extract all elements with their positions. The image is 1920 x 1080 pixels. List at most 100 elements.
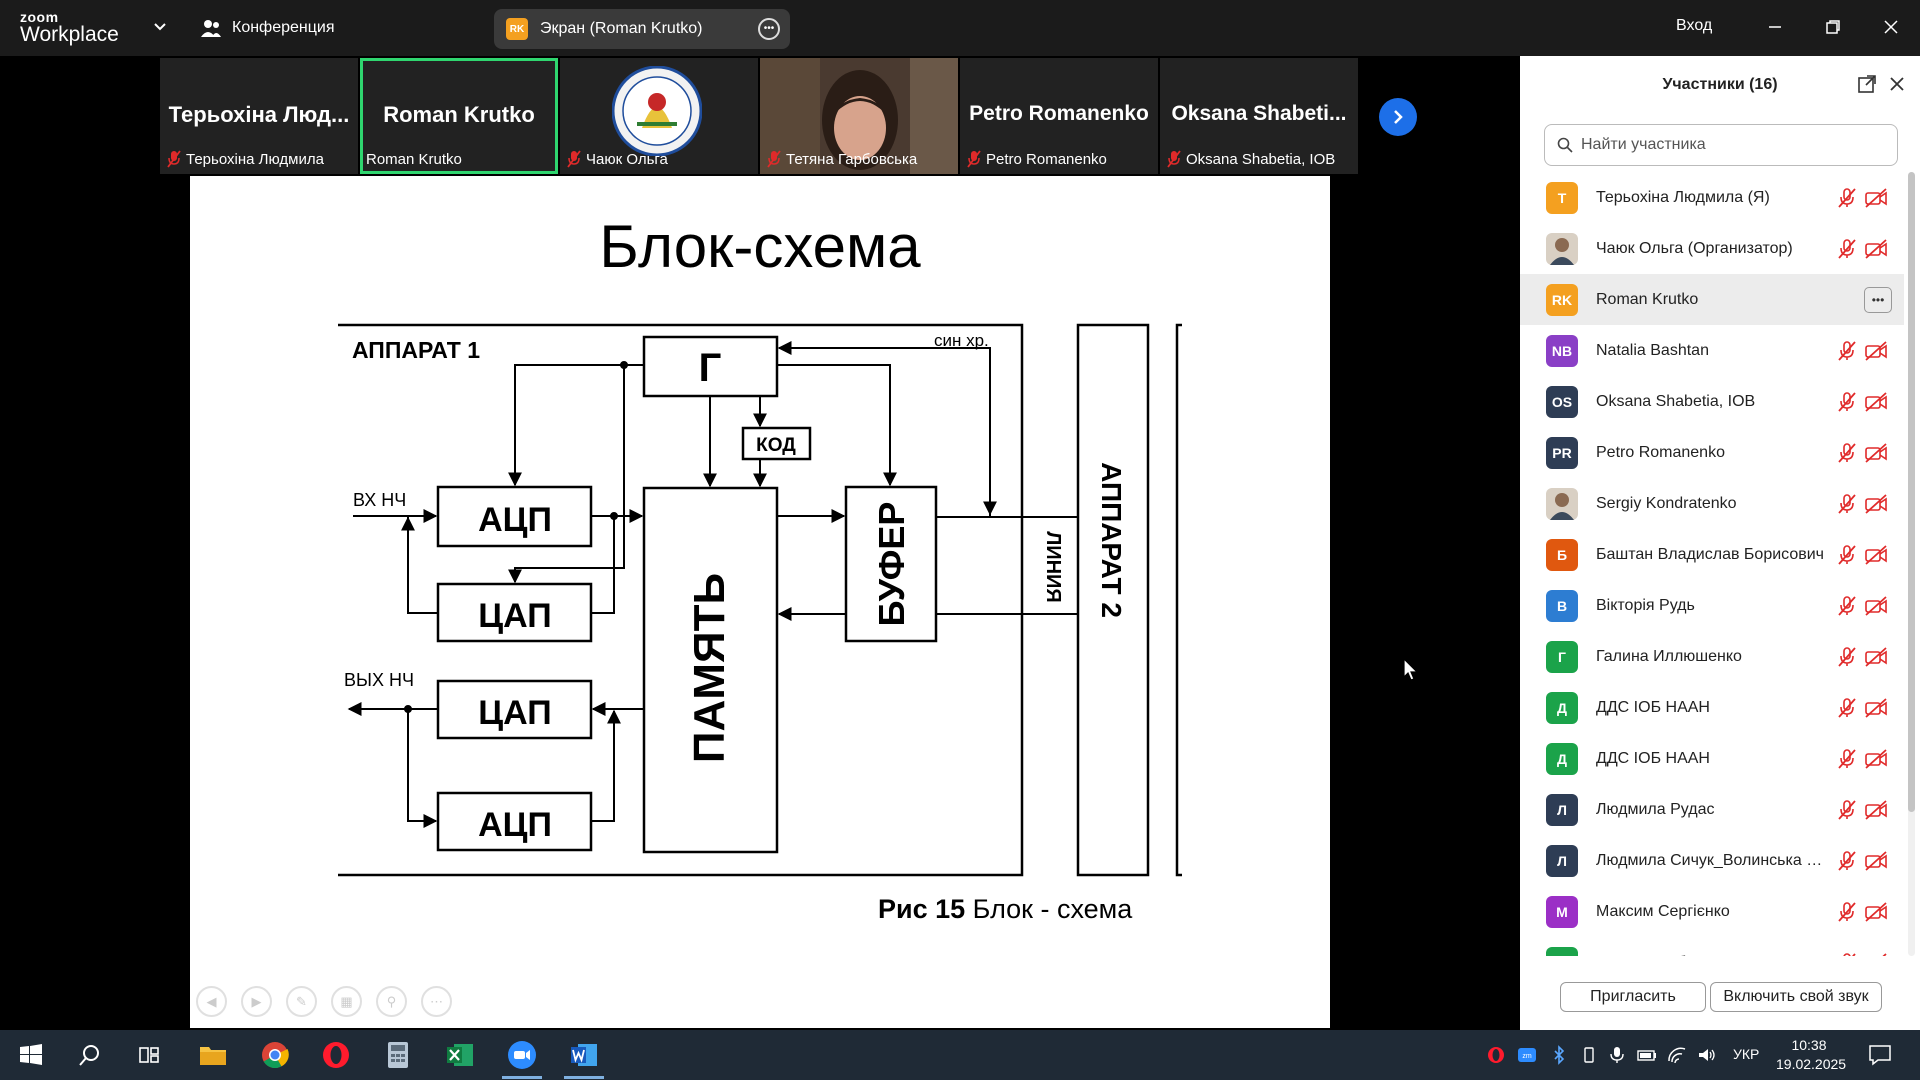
close-icon[interactable] <box>1876 12 1906 42</box>
next-slide-icon[interactable]: ▶ <box>241 986 272 1017</box>
participant-more-button[interactable]: ••• <box>1864 286 1892 313</box>
device-icon[interactable] <box>1579 1045 1599 1065</box>
video-tile[interactable]: Oksana Shabeti... Oksana Shabetia, IOB <box>1160 58 1358 174</box>
video-tile-active-speaker[interactable]: Roman Krutko Roman Krutko <box>360 58 558 174</box>
slides-icon[interactable]: ▦ <box>331 986 362 1017</box>
more-icon[interactable]: ••• <box>758 18 780 40</box>
file-explorer-icon[interactable] <box>198 1040 228 1070</box>
tile-label: Oksana Shabetia, IOB <box>1166 148 1335 170</box>
windows-start-icon[interactable] <box>16 1040 46 1070</box>
invite-button[interactable]: Пригласить <box>1560 982 1706 1012</box>
sign-in-link[interactable]: Вход <box>1676 17 1713 34</box>
clock-time: 10:38 <box>1791 1037 1827 1053</box>
participant-search[interactable] <box>1544 124 1898 166</box>
clock[interactable]: 10:38 19.02.2025 <box>1776 1036 1846 1074</box>
tile-label: Roman Krutko <box>366 148 462 170</box>
participant-row[interactable]: Д ДДС ІОБ НААН <box>1520 733 1904 784</box>
mic-off-icon <box>1836 187 1858 209</box>
organization-logo-icon <box>612 66 702 156</box>
avatar: Т <box>1546 946 1578 956</box>
restore-icon[interactable] <box>1818 12 1848 42</box>
participant-name: Natalia Bashtan <box>1596 341 1709 359</box>
video-tile[interactable]: Petro Romanenko Petro Romanenko <box>960 58 1158 174</box>
word-icon[interactable] <box>569 1040 599 1070</box>
participant-list-scrollbar[interactable] <box>1908 172 1915 956</box>
microphone-icon[interactable] <box>1607 1045 1627 1065</box>
mic-off-icon <box>767 150 781 168</box>
speaker-icon[interactable] <box>1697 1045 1717 1065</box>
chevron-down-icon[interactable] <box>150 16 170 36</box>
wifi-icon[interactable] <box>1667 1045 1687 1065</box>
mic-off-icon <box>967 150 981 168</box>
active-app-indicator <box>564 1076 604 1079</box>
zoom-tray-icon[interactable]: zm <box>1517 1045 1537 1065</box>
block-kod-label: КОД <box>756 435 796 456</box>
video-tile[interactable]: Тетяна Гарбовська <box>760 58 958 174</box>
people-icon <box>201 20 221 37</box>
video-off-icon <box>1864 697 1888 719</box>
zoom-taskbar-icon[interactable] <box>507 1040 537 1070</box>
panel-title: Участники (16) <box>1662 76 1778 93</box>
scrollbar-thumb[interactable] <box>1908 172 1915 812</box>
excel-icon[interactable] <box>445 1040 475 1070</box>
chrome-icon[interactable] <box>260 1040 290 1070</box>
video-tile[interactable]: Чаюк Ольга <box>560 58 758 174</box>
zoom-icon[interactable]: ⚲ <box>376 986 407 1017</box>
avatar: Л <box>1546 793 1578 826</box>
more-options-icon[interactable]: ⋯ <box>421 986 452 1017</box>
mic-off-icon <box>1836 646 1858 668</box>
avatar: В <box>1546 589 1578 622</box>
windows-taskbar: zm УКР 10:38 19.02.2025 <box>0 1030 1920 1080</box>
conference-menu[interactable]: Конференция <box>200 14 335 42</box>
task-view-icon[interactable] <box>134 1040 164 1070</box>
prev-slide-icon[interactable]: ◀ <box>196 986 227 1017</box>
avatar: Д <box>1546 742 1578 775</box>
video-tile[interactable]: Терьохіна Люд... Терьохіна Людмила <box>160 58 358 174</box>
mic-off-icon <box>167 150 181 168</box>
screen-share-pill[interactable]: RK Экран (Roman Krutko) ••• <box>494 9 790 49</box>
notifications-icon[interactable] <box>1868 1043 1892 1067</box>
avatar: OS <box>1546 385 1578 418</box>
participant-name: ДДС ІОБ НААН <box>1596 749 1710 767</box>
tile-name: Roman Krutko <box>383 102 535 127</box>
avatar: М <box>1546 895 1578 928</box>
search-input[interactable] <box>1581 136 1881 154</box>
language-indicator[interactable]: УКР <box>1733 1046 1760 1062</box>
bluetooth-icon[interactable] <box>1549 1045 1569 1065</box>
figure-caption: Рис 15 Блок - схема <box>878 894 1132 925</box>
tile-label-text: Petro Romanenko <box>986 150 1107 168</box>
calculator-icon[interactable] <box>383 1040 413 1070</box>
unmute-self-button[interactable]: Включить свой звук <box>1710 982 1882 1012</box>
tile-name: Oksana Shabeti... <box>1171 102 1347 125</box>
opera-tray-icon[interactable] <box>1486 1045 1506 1065</box>
mic-off-icon <box>567 150 581 168</box>
pen-icon[interactable]: ✎ <box>286 986 317 1017</box>
gallery-next-button[interactable] <box>1379 98 1417 136</box>
participant-name: Баштан Владислав Борисович <box>1596 545 1825 563</box>
tile-label-text: Тетяна Гарбовська <box>786 150 918 168</box>
participant-row[interactable]: Чаюк Ольга (Организатор) <box>1520 223 1904 274</box>
buffer-label: БУФЕР <box>871 502 912 627</box>
minimize-icon[interactable] <box>1760 12 1790 42</box>
opera-icon[interactable] <box>321 1040 351 1070</box>
participant-row[interactable]: ТТетяна Гарбовська <box>1520 937 1904 956</box>
close-panel-icon[interactable] <box>1886 73 1908 95</box>
participant-row[interactable]: Sergiy Kondratenko <box>1520 478 1904 529</box>
avatar: Л <box>1546 844 1578 877</box>
search-icon[interactable] <box>75 1040 105 1070</box>
pop-out-icon[interactable] <box>1856 73 1878 95</box>
battery-icon[interactable] <box>1637 1045 1657 1065</box>
